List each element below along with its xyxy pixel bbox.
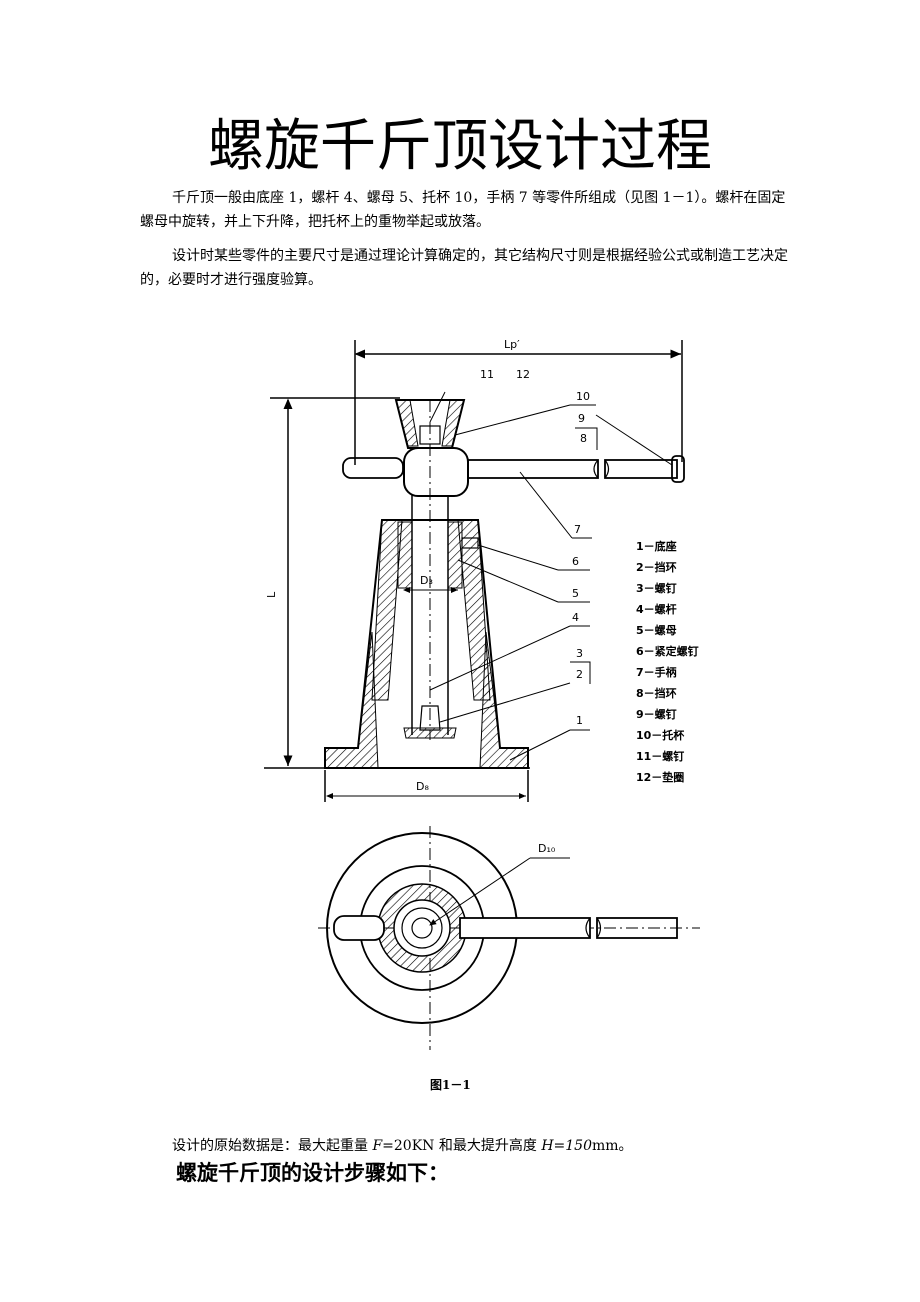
callout-1: 1 xyxy=(576,714,583,727)
callout-2: 2 xyxy=(576,668,583,681)
legend-item: 7－手柄 xyxy=(636,665,677,679)
callout-4: 4 xyxy=(572,611,579,624)
design-data-prefix: 设计的原始数据是：最大起重量 xyxy=(172,1138,373,1154)
force-symbol: F xyxy=(372,1138,383,1154)
callout-10: 10 xyxy=(576,390,590,403)
steps-heading: 螺旋千斤顶的设计步骤如下： xyxy=(176,1161,449,1185)
legend-item: 4－螺杆 xyxy=(636,602,677,616)
legend-item: 5－螺母 xyxy=(636,623,677,637)
jack-top-view xyxy=(318,826,700,1050)
callout-5: 5 xyxy=(572,587,579,600)
legend-item: 3－螺钉 xyxy=(636,581,677,595)
legend-item: 11－螺钉 xyxy=(636,749,684,763)
callout-7: 7 xyxy=(574,523,581,536)
legend-item: 8－挡环 xyxy=(636,686,677,700)
dim-label-d10: D₁₀ xyxy=(538,842,556,855)
height-value: H=150 xyxy=(541,1138,592,1154)
page-title: 螺旋千斤顶设计过程 xyxy=(208,114,712,179)
callout-11: 11 xyxy=(480,368,494,381)
legend-item: 1－底座 xyxy=(636,539,677,553)
callout-8: 8 xyxy=(580,432,587,445)
dim-label-d3: D₃ xyxy=(420,574,433,587)
dim-label-l: L xyxy=(265,591,278,598)
callout-9: 9 xyxy=(578,412,585,425)
legend-item: 2－挡环 xyxy=(636,560,677,574)
intro-paragraph: 千斤顶一般由底座 1，螺杆 4、螺母 5、托杯 10，手柄 7 等零件所组成（见… xyxy=(140,190,786,230)
dim-label-d8: D₈ xyxy=(416,780,429,793)
legend-item: 12－垫圈 xyxy=(636,770,684,784)
design-paragraph: 设计时某些零件的主要尺寸是通过理论计算确定的，其它结构尺寸则是根据经验公式或制造… xyxy=(140,248,788,288)
legend-item: 10－托杯 xyxy=(636,728,685,742)
dim-label-lp: Lp′ xyxy=(504,338,520,351)
legend-item: 9－螺钉 xyxy=(636,707,677,721)
callout-3: 3 xyxy=(576,647,583,660)
design-data-line: 设计的原始数据是：最大起重量 F=20KN 和最大提升高度 H=150mm。 xyxy=(172,1134,633,1158)
legend-item: 6－紧定螺钉 xyxy=(636,644,699,658)
force-value: =20KN 和最大提升高度 xyxy=(382,1138,542,1154)
callout-12: 12 xyxy=(516,368,530,381)
height-unit: mm。 xyxy=(592,1138,633,1154)
callout-6: 6 xyxy=(572,555,579,568)
figure-caption: 图1－1 xyxy=(430,1078,471,1092)
jack-front-view xyxy=(264,340,685,802)
